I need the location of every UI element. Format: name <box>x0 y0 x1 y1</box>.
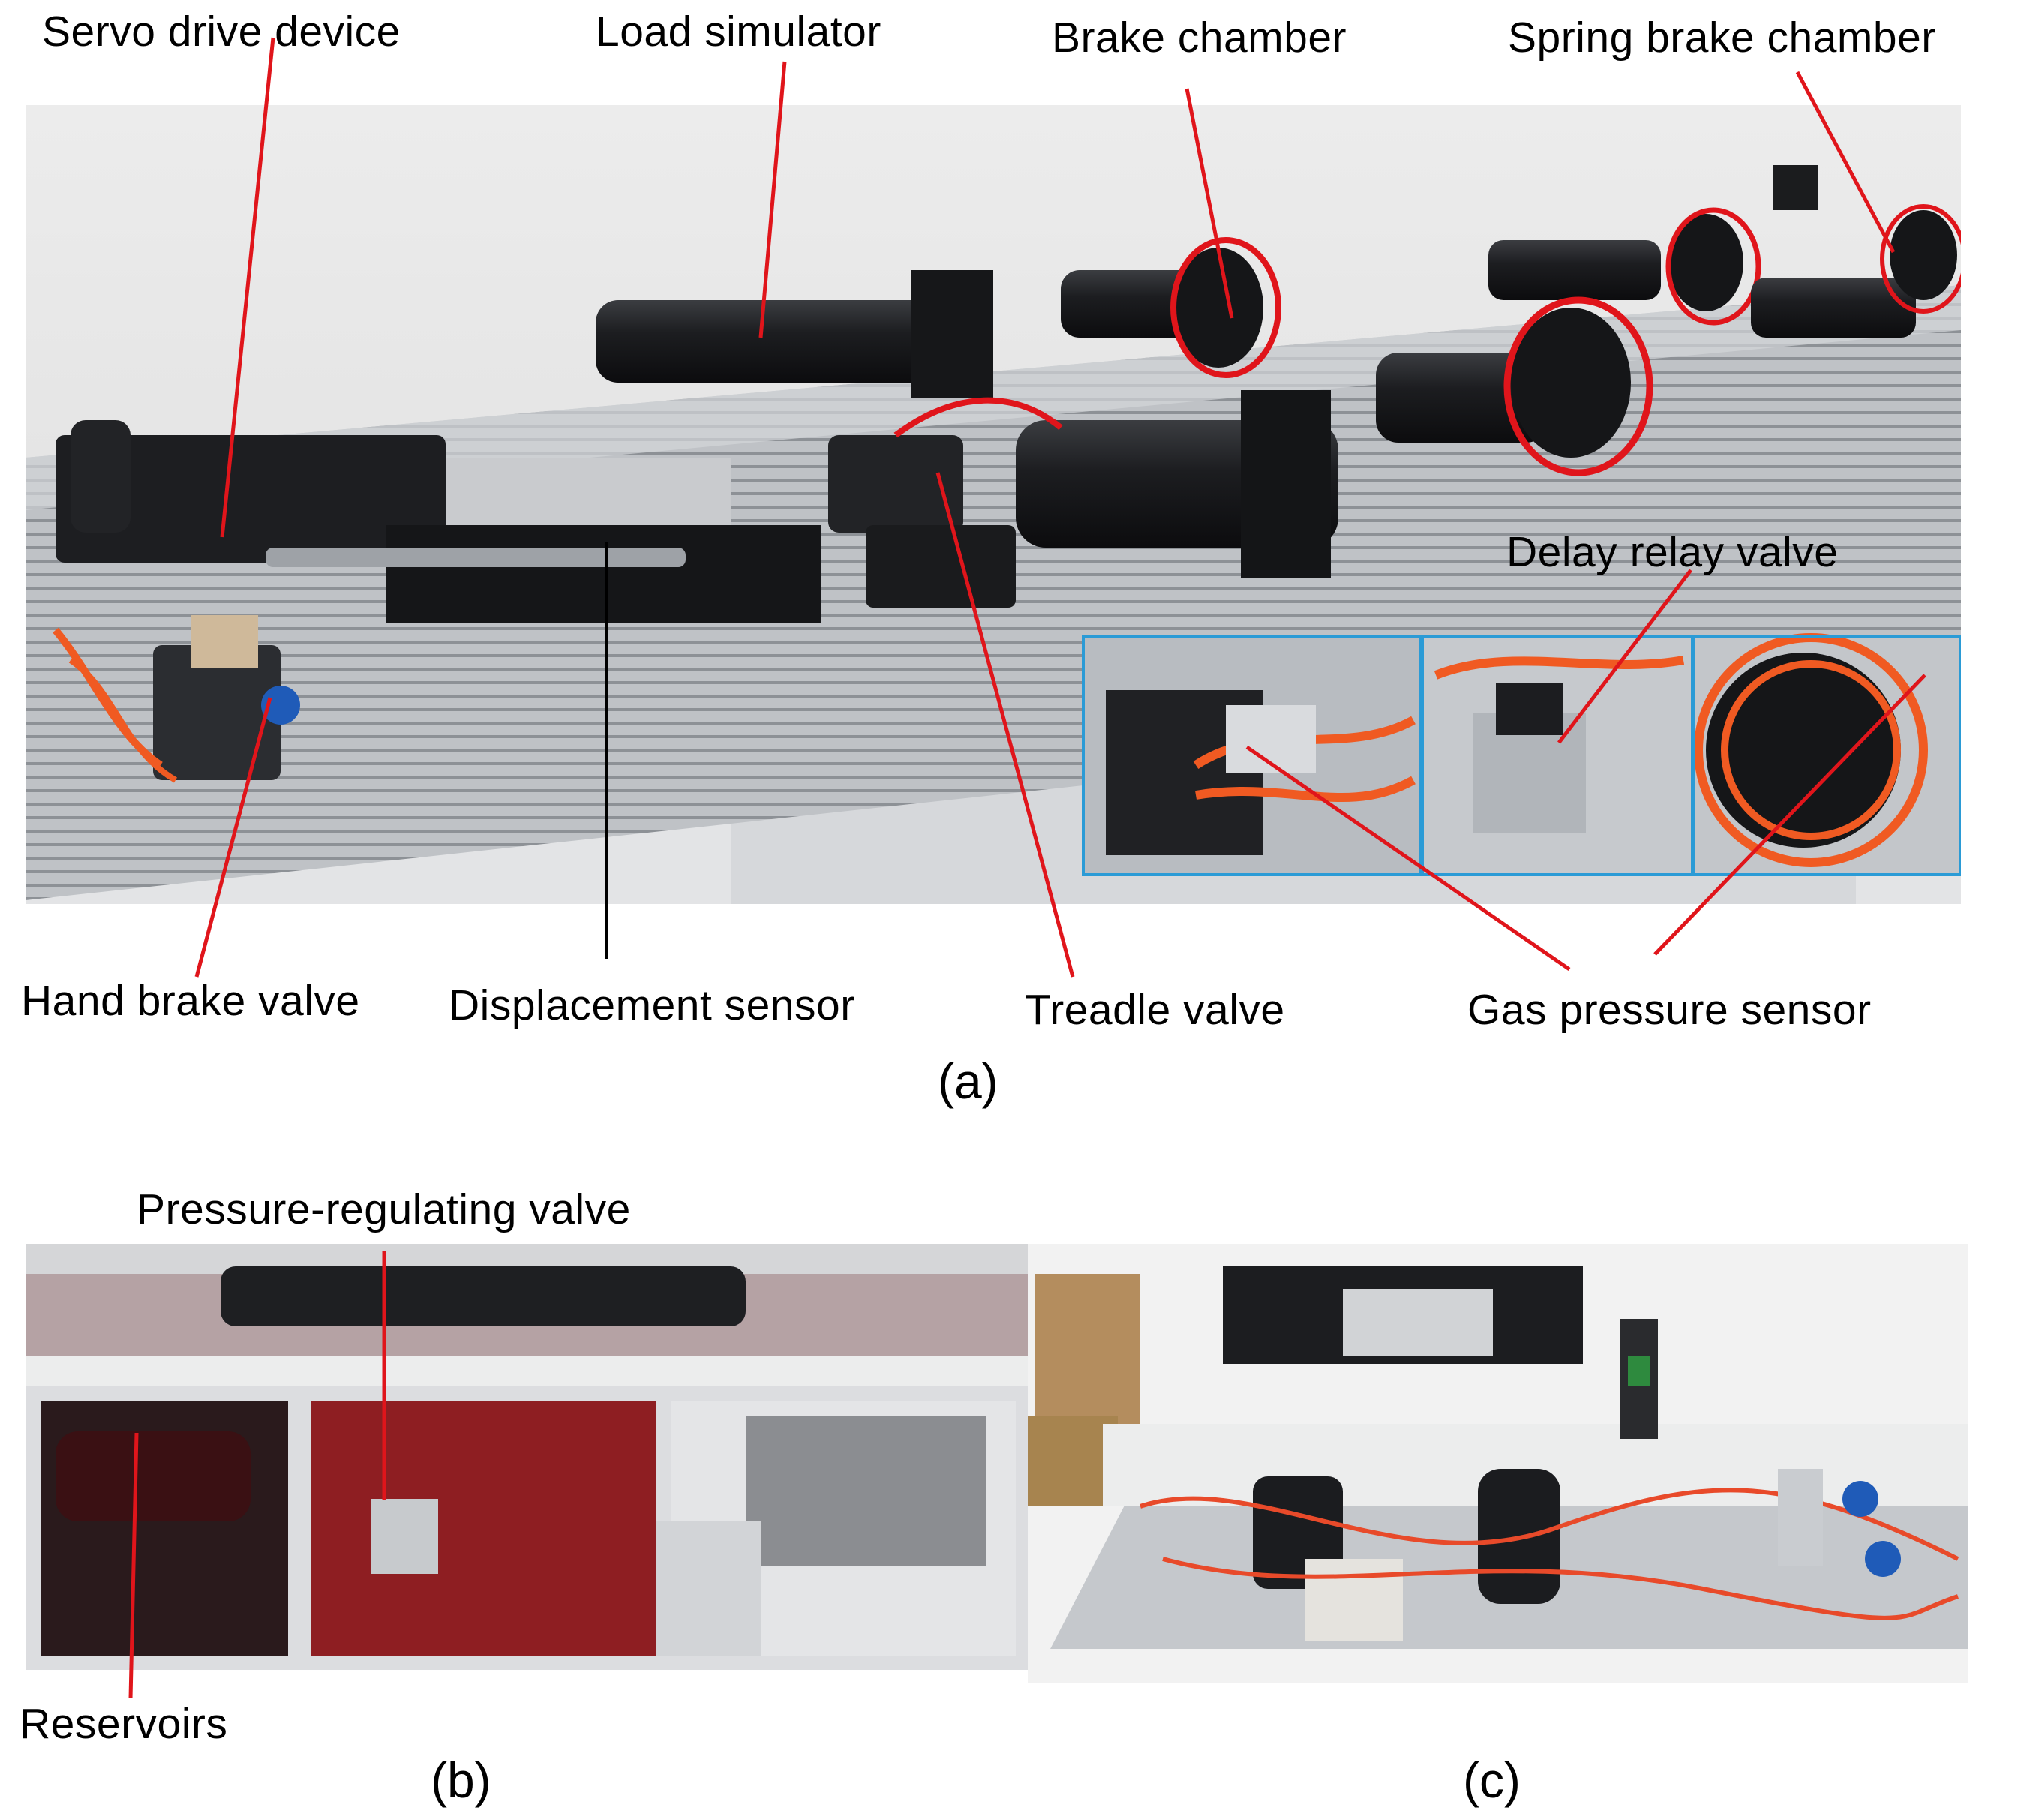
label-reservoirs: Reservoirs <box>20 1700 228 1748</box>
label-hand-brake-valve: Hand brake valve <box>21 977 360 1025</box>
inset-treadle-valve <box>1082 635 1422 876</box>
label-treadle-valve: Treadle valve <box>1025 986 1285 1034</box>
panel-b-photo <box>26 1244 1028 1670</box>
caption-panel-a: (a) <box>938 1053 998 1109</box>
label-gas-pressure-sensor: Gas pressure sensor <box>1467 986 1872 1034</box>
panel-a-photo <box>26 105 1961 904</box>
label-spring-brake-chamber: Spring brake chamber <box>1508 14 1936 62</box>
panel-c-photo <box>1028 1244 1968 1683</box>
caption-panel-c: (c) <box>1463 1752 1521 1808</box>
label-brake-chamber: Brake chamber <box>1052 14 1347 62</box>
label-displacement-sensor: Displacement sensor <box>449 981 855 1029</box>
caption-panel-b: (b) <box>431 1752 491 1808</box>
label-load-simulator: Load simulator <box>596 8 881 56</box>
inset-delay-relay-valve <box>1421 635 1694 876</box>
label-servo-drive-device: Servo drive device <box>42 8 401 56</box>
label-pressure-regulating-valve: Pressure-regulating valve <box>137 1185 631 1233</box>
label-delay-relay-valve: Delay relay valve <box>1506 528 1839 576</box>
inset-gas-pressure-sensor <box>1692 633 1961 876</box>
